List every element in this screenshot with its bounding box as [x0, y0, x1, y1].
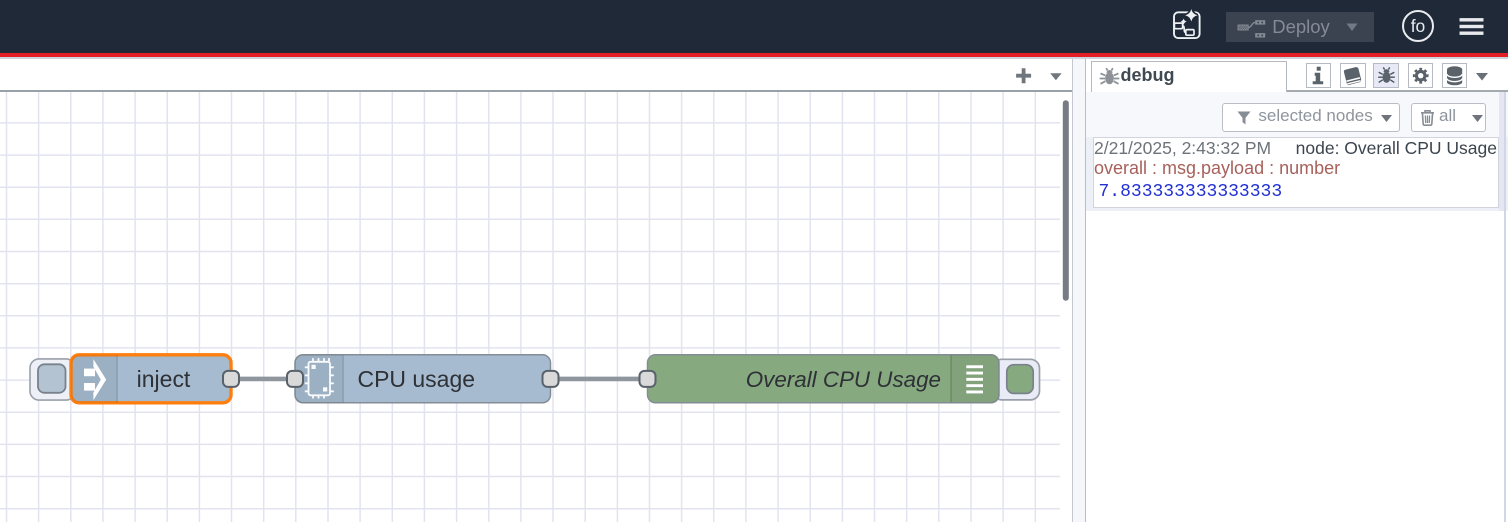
svg-text:Overall CPU Usage: Overall CPU Usage: [746, 367, 941, 392]
svg-text:inject: inject: [137, 366, 191, 392]
svg-text:CPU usage: CPU usage: [358, 366, 476, 392]
